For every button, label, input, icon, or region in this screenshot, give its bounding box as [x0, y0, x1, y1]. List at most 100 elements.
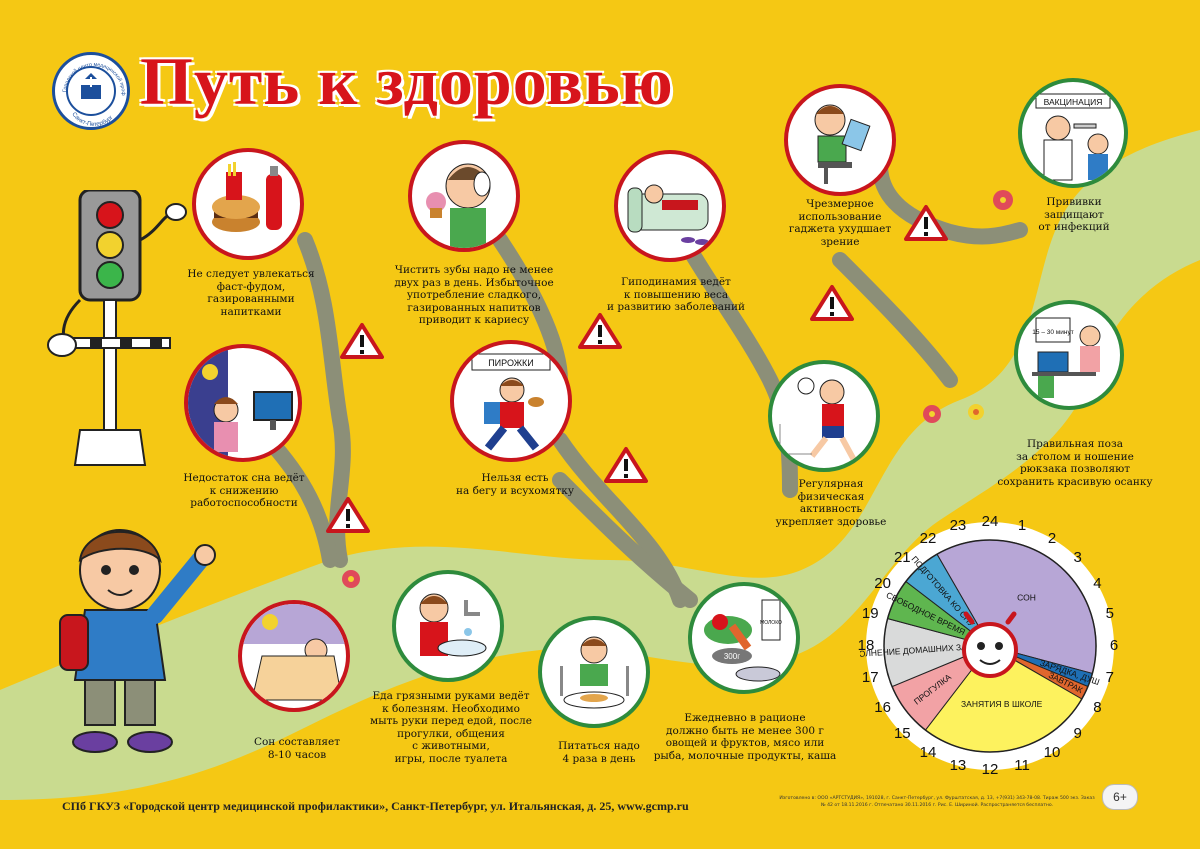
clock-hour-number: 10 — [1043, 744, 1061, 762]
vaccination-picture: ВАКЦИНАЦИЯ — [1018, 78, 1128, 188]
alarm-clock-face-icon — [962, 611, 1018, 678]
clock-hour-number: 9 — [1073, 724, 1082, 742]
clock-hour-number: 19 — [861, 604, 879, 622]
svg-text:Городской центр медицинской пр: Городской центр медицинской профилактики — [52, 52, 126, 96]
logo-city-caption: Санкт-Петербург — [70, 112, 115, 129]
clock-hour-number: 4 — [1093, 575, 1102, 592]
night-computer-icon — [188, 348, 293, 458]
clock-hour-number: 6 — [1109, 637, 1119, 654]
tip-vaccination: Прививки защищают от инфекций — [1038, 196, 1110, 233]
posture-picture: 15 – 30 минут — [1014, 300, 1124, 410]
clock-segment-label: ЗАНЯТИЯ В ШКОЛЕ — [961, 699, 1043, 709]
logo-ring-text: Городской центр медицинской профилактики… — [52, 52, 126, 129]
flowers-icon — [923, 404, 984, 423]
eating-boy-icon — [560, 636, 629, 709]
warning-sign-icon — [326, 497, 370, 533]
sleep-hours-picture — [238, 600, 350, 712]
clock-hour-number: 13 — [949, 756, 967, 774]
clock-hour-number: 5 — [1105, 604, 1114, 622]
sofa-boy-icon — [627, 184, 709, 245]
minutes-sign: 15 – 30 минут — [1032, 329, 1073, 336]
road-segment — [872, 157, 1028, 245]
tip-meals: Питаться надо 4 раза в день — [558, 740, 640, 765]
gadget-picture — [784, 84, 896, 196]
boy-character — [59, 529, 216, 753]
clock-edge — [883, 539, 1097, 753]
clock-hour-number: 11 — [1014, 756, 1030, 774]
sleep-lack-picture — [184, 344, 302, 462]
flower-icon — [342, 570, 360, 588]
tip-fastfood: Не следует увлекаться фаст-фудом, газиро… — [187, 268, 315, 318]
tip-sleep-hours: Сон составляет 8-10 часов — [253, 736, 341, 761]
warning-sign-icon — [810, 285, 854, 321]
page-title: Путь к здоровью — [140, 43, 674, 119]
tip-teeth: Чистить зубы надо не менее двух раз в де… — [394, 264, 554, 326]
clock-hour-number: 16 — [874, 699, 891, 716]
tip-eat-run: Нельзя есть на бегу и всухомятку — [455, 472, 575, 497]
road-segment — [552, 472, 698, 608]
clock-hour-number: 17 — [861, 669, 879, 687]
milk-label: МОЛОКО — [760, 620, 782, 626]
toothache-boy-icon — [426, 163, 491, 248]
grams-label: 300г — [724, 652, 740, 661]
clock-hour-number: 3 — [1073, 549, 1082, 567]
warning-sign-icon — [904, 205, 948, 241]
organization-logo — [52, 52, 130, 130]
activity-picture — [768, 360, 880, 472]
running-boy-pie-icon: ПИРОЖКИ — [471, 353, 551, 451]
clock-hour-number: 21 — [893, 549, 911, 567]
clock-hour-number: 24 — [981, 513, 999, 530]
warning-sign-icon — [604, 447, 648, 483]
tip-hypodynamia: Гиподинамия ведёт к повышению веса и раз… — [607, 276, 745, 313]
clock-hour-number: 22 — [919, 529, 937, 547]
football-boy-icon — [779, 377, 857, 462]
desk-boy-icon: 15 – 30 минут — [1032, 317, 1101, 398]
clock-hour-number: 12 — [981, 761, 999, 778]
boy-with-tablet-icon — [814, 104, 871, 184]
clock-hour-number: 1 — [1017, 517, 1027, 535]
vaccination-sign: ВАКЦИНАЦИЯ — [1044, 97, 1103, 107]
tip-diet: Ежедневно в рационе должно быть не менее… — [653, 712, 837, 762]
logo-emblem-icon — [66, 66, 116, 116]
road-segment — [832, 252, 958, 388]
flower-icon — [993, 190, 1013, 210]
hands-picture — [392, 570, 504, 682]
fastfood-picture — [192, 148, 304, 260]
age-rating-badge: 6+ — [1102, 784, 1138, 810]
clock-hour-number: 18 — [857, 637, 875, 654]
clock-hour-number: 8 — [1093, 699, 1102, 716]
teeth-picture — [408, 140, 520, 252]
healthy-food-icon: МОЛОКО 300г — [704, 599, 782, 682]
traffic-light-character — [47, 190, 187, 466]
diet-picture: МОЛОКО 300г — [688, 582, 800, 694]
tip-posture: Правильная поза за столом и ношение рюкз… — [997, 438, 1153, 488]
washing-hands-icon — [419, 593, 487, 657]
clock-hour-number: 2 — [1047, 529, 1057, 547]
meals-picture — [538, 616, 650, 728]
clock-hour-number: 15 — [893, 724, 911, 742]
tip-activity: Регулярная физическая активность укрепля… — [775, 478, 887, 528]
tip-hands: Еда грязными руками ведёт к болезням. Не… — [370, 690, 532, 765]
warning-sign-icon — [578, 313, 622, 349]
clock-segment-label: СОН — [1017, 593, 1036, 603]
tip-gadgets: Чрезмерное использование гаджета ухудшае… — [788, 198, 892, 248]
burger-and-soda-icon — [212, 162, 282, 232]
clock-hour-number: 14 — [919, 744, 937, 762]
doctor-with-syringe-icon: ВАКЦИНАЦИЯ — [1035, 93, 1111, 181]
clock-hour-number: 7 — [1105, 669, 1114, 687]
hypodynamia-picture — [614, 150, 726, 262]
print-imprint: Изготовлено в: ООО «АРТСТУДИЯ», 191028, … — [779, 796, 1095, 808]
eat-run-picture: ПИРОЖКИ — [450, 340, 572, 462]
pirozhki-sign: ПИРОЖКИ — [488, 358, 534, 368]
sleeping-boy-icon — [242, 604, 346, 701]
footer-address: СПб ГКУЗ «Городской центр медицинской пр… — [62, 799, 689, 813]
warning-sign-icon — [340, 323, 384, 359]
clock-hour-number: 23 — [949, 517, 967, 535]
svg-text:Санкт-Петербург: Санкт-Петербург — [70, 112, 115, 129]
tip-sleep-lack: Недостаток сна ведёт к снижению работосп… — [183, 472, 305, 509]
logo-ring-caption: Городской центр медицинской профилактики — [52, 52, 126, 96]
clock-hour-number: 20 — [874, 575, 891, 592]
